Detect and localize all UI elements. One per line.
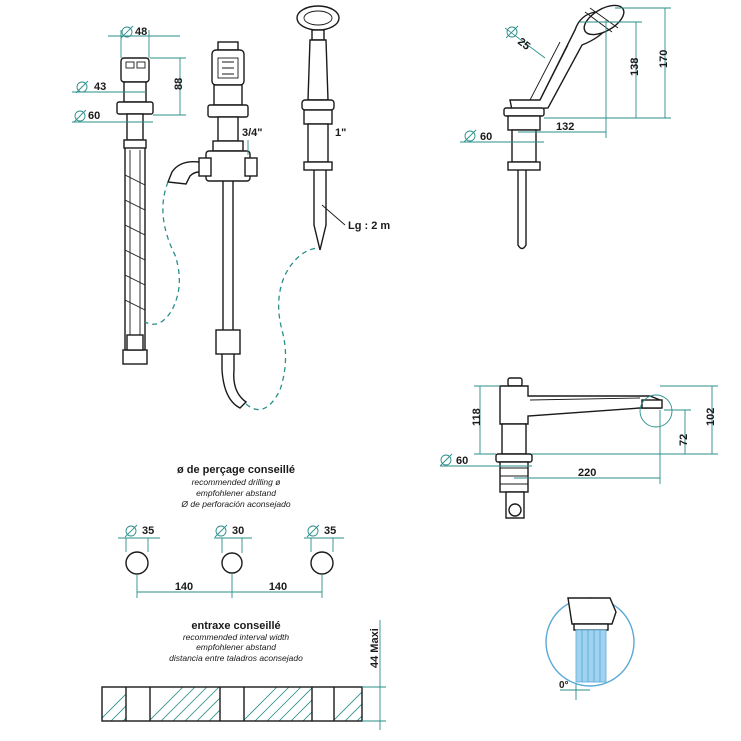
drilling-es: Ø de perforación aconsejado [180, 499, 290, 509]
hand-shower-front-drawing [296, 5, 340, 251]
spray-detail: 0° [545, 597, 635, 700]
dim-spout-h118: 118 [471, 408, 483, 426]
interval-de: empfohlener abstand [196, 642, 276, 652]
dim-hole-left: 35 [142, 525, 154, 537]
dim-height-88: 88 [173, 78, 185, 90]
dim-shower-d: 25 [515, 36, 532, 53]
dim-shower-h138: 138 [629, 58, 641, 76]
dim-base-d: 60 [88, 110, 100, 122]
dim-shower-h170: 170 [658, 50, 670, 68]
drilling-text-block: ø de perçage conseillé recommended drill… [177, 464, 295, 509]
deck-cross-section: 44 Maxi [101, 620, 386, 730]
dim-handle-d: 48 [135, 26, 147, 38]
dim-spout-base-d: 60 [456, 455, 468, 467]
dim-spout-h72: 72 [678, 434, 690, 446]
dim-spout-h102: 102 [705, 408, 717, 426]
middle-mixer-drawing [167, 41, 258, 409]
left-valve-drawing [116, 57, 154, 365]
hose-dashed-lines [144, 181, 319, 411]
drilling-holes: 35 30 35 140 140 [118, 524, 344, 598]
interval-en: recommended interval width [183, 632, 290, 642]
dim-spacing-2: 140 [269, 581, 287, 593]
drilling-de: empfohlener abstand [196, 488, 276, 498]
spout-view: 118 60 220 72 102 [439, 377, 718, 519]
shower-side-view: 25 60 132 138 170 [460, 4, 671, 250]
dim-hole-right: 35 [324, 525, 336, 537]
drilling-en: recommended drilling ø [192, 477, 281, 487]
dim-body-d: 43 [94, 81, 106, 93]
drilling-title: ø de perçage conseillé [177, 464, 295, 476]
interval-title: entraxe conseillé [191, 620, 280, 632]
dim-spout-reach: 220 [578, 467, 596, 479]
dim-spray-angle: 0° [559, 680, 569, 691]
interval-es: distancia entre taladros aconsejado [169, 653, 303, 663]
dim-spacing-1: 140 [175, 581, 193, 593]
hose-length-label: Lg : 2 m [348, 220, 390, 232]
dim-deck-max: 44 Maxi [369, 628, 381, 668]
dim-shower-reach: 132 [556, 121, 574, 133]
dim-hole-mid: 30 [232, 525, 244, 537]
dim-thread-3-4: 3/4" [242, 127, 263, 139]
dim-shower-base-d: 60 [480, 131, 492, 143]
left-dimensions: 48 43 60 88 3/4" 1" Lg : 2 m [72, 25, 390, 232]
dim-thread-1: 1" [335, 127, 346, 139]
interval-text-block: entraxe conseillé recommended interval w… [169, 620, 303, 663]
